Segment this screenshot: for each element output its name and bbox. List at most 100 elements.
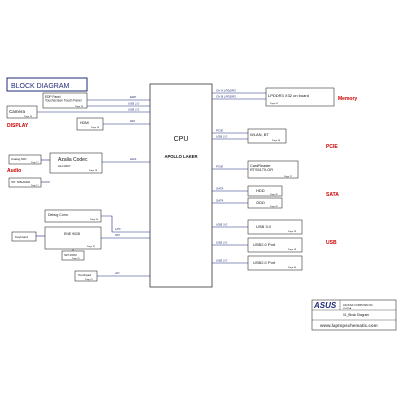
edp-panel-page: Page 14 (75, 106, 84, 108)
group-pcie: PCIE (326, 144, 338, 150)
keyboard-label: Keyboard (15, 235, 28, 239)
bus-ddi: DDI (130, 119, 135, 123)
bus-usb2-a: USB 2.0 (216, 241, 228, 245)
wire-debug-lpc (101, 215, 150, 233)
bus-usb-cam: USB 2.0 (128, 108, 140, 112)
bus-lpc: LPC (115, 227, 122, 231)
int-speaker-page: Page 17 (31, 185, 39, 187)
cardreader-label-line1: CardReader (250, 164, 271, 168)
group-sata: SATA (326, 192, 339, 198)
wlan-page: Page 26 (272, 140, 281, 142)
wlan-label: WLAN, BT (250, 132, 269, 137)
lpddr3-block: LPDDR3 X32 on board Page 07 (265, 87, 335, 107)
cardreader-block: CardReader RTS5170-GR Page 27 (247, 160, 299, 179)
bus-i2c: I2C (115, 271, 121, 275)
usb2-port-b-label: USB2.0 Port (253, 260, 276, 265)
usb2-port-b-page: Page 30 (288, 267, 297, 269)
diagram-title-box: BLOCK DIAGRAM (6, 77, 88, 92)
usb2-port-b-block: USB2.0 Port Page 30 (247, 255, 303, 271)
odd-label: ODD (256, 200, 265, 205)
cpu-codename: APOLLO LAKER (164, 154, 197, 159)
edp-panel-label-line1: EDP Panel (45, 95, 61, 99)
title-block-doc-title: 01_Block Diagram (343, 313, 369, 317)
group-usb: USB (326, 240, 337, 246)
analog-mic-label: Analog MIC (11, 157, 28, 161)
spi-rom-page: Page 23 (72, 258, 80, 260)
spi-rom-label: SPI ROM (64, 253, 77, 257)
azalia-codec-chip: ALC3207 (58, 164, 71, 168)
edp-panel-block: EDP Panel Touchscreen Touch Panel Page 1… (42, 92, 88, 109)
usb2-port-a-block: USB2.0 Port Page 29 (247, 237, 303, 253)
group-audio: Audio (7, 168, 21, 174)
ene-kb-page: Page 22 (87, 246, 96, 248)
spi-rom-block: SPI ROM Page 23 (61, 250, 85, 261)
analog-mic-page: Page 17 (31, 162, 39, 164)
cardreader-label: CardReader RTS5170-GR (250, 164, 273, 172)
analog-mic-block: Analog MIC Page 17 (8, 154, 42, 165)
bus-usb-wlan: USB 2.0 (216, 135, 228, 139)
usb2-port-a-page: Page 29 (288, 249, 297, 251)
title-block: ASUS ASUSTeK COMPUTER INC. X541NA 01_Blo… (311, 299, 397, 331)
left-wires (36, 99, 150, 277)
usb2-port-a-label: USB2.0 Port (253, 242, 276, 247)
touchpad-block: Touchpad Page 24 (74, 270, 98, 282)
hdd-block: HDD Page 28 (247, 185, 283, 197)
azalia-codec-page: Page 18 (89, 170, 98, 172)
group-display: DISPLAY (7, 123, 29, 129)
bus-usb3: USB 3.0 (216, 223, 228, 227)
bus-pcie-wlan: PCIE (216, 129, 224, 133)
lpddr3-page: Page 07 (270, 103, 279, 105)
bus-sata-hdd: SATA (216, 187, 223, 191)
camera-block: Camera Page 15 (6, 105, 38, 119)
bus-sata-odd: SATA (216, 199, 223, 203)
bus-hda: HDA (130, 157, 136, 161)
debug-conn-page: Page 20 (90, 219, 99, 221)
bus-spi: SPI (115, 233, 120, 237)
hdd-label: HDD (256, 188, 265, 193)
right-wires (212, 92, 266, 264)
left-bus-labels: EDP USB 2.0 USB 2.0 DDI HDA LPC SPI I2C (115, 95, 140, 275)
touchpad-page: Page 24 (85, 279, 93, 281)
keyboard-block: Keyboard (11, 231, 37, 242)
watermark: www.laptopschematic.com (319, 323, 378, 328)
hdmi-page: Page 16 (91, 127, 100, 129)
wlan-block: WLAN, BT Page 26 (247, 128, 287, 144)
right-bus-labels: CH A LPDDR3 CH B LPDDR3 PCIE USB 2.0 PCI… (216, 89, 236, 263)
camera-label: Camera (9, 109, 26, 114)
touchpad-label: Touchpad (78, 273, 91, 277)
bus-mem-a: CH A LPDDR3 (216, 89, 236, 93)
azalia-codec-label: Azalia Codec (58, 157, 88, 163)
int-speaker-block: INT. SPEAKER Page 17 (8, 177, 42, 188)
cardreader-page: Page 27 (284, 176, 293, 178)
hdmi-label: HDMI (80, 121, 89, 125)
azalia-codec-block: Azalia Codec ALC3207 Page 18 (49, 152, 103, 174)
bus-pcie-card: PCIE (216, 165, 224, 169)
cpu-block: CPU APOLLO LAKER (149, 83, 213, 288)
lpddr3-label: LPDDR3 X32 on board (268, 93, 309, 98)
camera-page: Page 15 (24, 116, 33, 118)
hdd-page: Page 28 (270, 194, 278, 196)
bus-usb-touch: USB 2.0 (128, 102, 140, 106)
bus-usb2-b: USB 2.0 (216, 259, 228, 263)
odd-page: Page 28 (270, 206, 278, 208)
group-memory: Memory (338, 96, 357, 102)
odd-block: ODD Page 28 (247, 197, 283, 209)
cardreader-label-line2: RTS5170-GR (250, 168, 273, 172)
asus-logo: ASUS (313, 301, 337, 310)
usb3-block: USB 3.0 Page 29 (247, 219, 303, 235)
usb3-page: Page 29 (288, 231, 297, 233)
bus-mem-b: CH B LPDDR3 (216, 95, 236, 99)
debug-conn-block: Debug Conn. Page 20 (44, 209, 102, 223)
diagram-title: BLOCK DIAGRAM (11, 83, 70, 90)
debug-conn-label: Debug Conn. (48, 213, 69, 217)
ene-kb-block: ENE 9028 Page 22 (44, 226, 102, 250)
hdmi-block: HDMI Page 16 (76, 117, 104, 131)
bus-edp: EDP (130, 95, 136, 99)
ene-kb-label: ENE 9028 (64, 232, 80, 236)
edp-panel-label-line2: Touchscreen Touch Panel (45, 99, 82, 103)
edp-panel-label: EDP Panel Touchscreen Touch Panel (45, 95, 82, 103)
title-block-company: ASUSTeK COMPUTER INC. (343, 304, 374, 307)
title-block-model: X541NA (343, 307, 352, 310)
int-speaker-label: INT. SPEAKER (11, 180, 30, 184)
usb3-label: USB 3.0 (256, 224, 272, 229)
